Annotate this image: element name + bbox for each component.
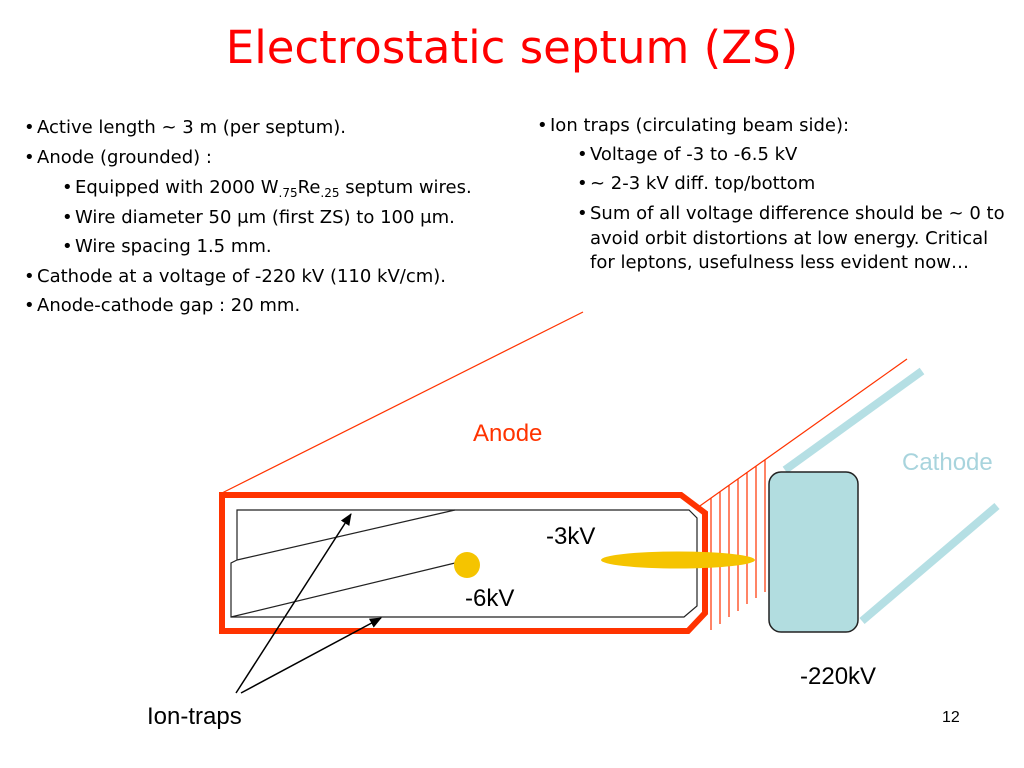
bullet-anode: •Anode (grounded) : (24, 146, 212, 170)
anode-label: Anode (473, 420, 542, 447)
bullet-text: Voltage of -3 to -6.5 kV (590, 144, 798, 165)
ion-traps-arrow-upper (235, 513, 352, 694)
bullet-glyph: • (62, 207, 73, 228)
bullet-text: Cathode at a voltage of -220 kV (110 kV/… (37, 266, 447, 287)
septum-wires (710, 460, 766, 630)
ion-traps-arrow-lower (240, 617, 382, 694)
bullet-gap: •Anode-cathode gap : 20 mm. (24, 294, 300, 318)
bullet-text: Re (297, 177, 321, 198)
bullet-glyph: • (62, 177, 73, 198)
bullet-text: Anode-cathode gap : 20 mm. (37, 295, 301, 316)
cathode-label: Cathode (902, 449, 993, 476)
anode-outline (219, 492, 708, 634)
subscript: .25 (320, 186, 340, 200)
bullet-text: Ion traps (circulating beam side): (550, 115, 850, 136)
bullet-text: Anode (grounded) : (37, 147, 212, 168)
bullet-cathode-voltage: •Cathode at a voltage of -220 kV (110 kV… (24, 265, 446, 289)
bullet-line: •Sum of all voltage difference should be… (577, 202, 1005, 227)
bullet-continuation-line: for leptons, usefulness less evident now… (590, 252, 969, 273)
bullet-glyph: • (577, 173, 588, 194)
ion-traps-label: Ion-traps (147, 703, 242, 730)
slide-title: Electrostatic septum (ZS) (225, 21, 799, 74)
cathode-voltage-label: -220kV (800, 663, 876, 690)
bullet-text: Wire spacing 1.5 mm. (75, 236, 272, 257)
anode-projection-line-left (221, 311, 584, 494)
cathode (768, 471, 859, 633)
sub-bullet-voltage-sum: •Sum of all voltage difference should be… (577, 202, 1005, 276)
bullet-text: Active length ~ 3 m (per septum). (37, 117, 346, 138)
bullet-glyph: • (577, 203, 588, 224)
bullet-text: septum wires. (339, 177, 472, 198)
sub-bullet-voltage-diff: •~ 2-3 kV diff. top/bottom (577, 172, 815, 196)
extracted-beam (601, 551, 755, 569)
cathode-support-upper (782, 367, 925, 474)
lower-trap-voltage-label: -6kV (465, 585, 514, 612)
bullet-glyph: • (24, 266, 35, 287)
anode-inner-outline (230, 509, 698, 618)
slide-number: 12 (942, 709, 960, 726)
bullet-active-length: •Active length ~ 3 m (per septum). (24, 116, 346, 140)
circulating-beam (454, 552, 480, 578)
bullet-ion-traps: •Ion traps (circulating beam side): (537, 114, 849, 138)
bullet-text: Wire diameter 50 μm (first ZS) to 100 μm… (75, 207, 455, 228)
ion-trap-upper-edge (236, 509, 456, 561)
bullet-text: ~ 2-3 kV diff. top/bottom (590, 173, 816, 194)
sub-bullet-wire-spacing: •Wire spacing 1.5 mm. (62, 235, 272, 259)
sub-bullet-wire-diameter: •Wire diameter 50 μm (first ZS) to 100 μ… (62, 206, 455, 230)
bullet-text: Sum of all voltage difference should be … (590, 203, 1005, 224)
sub-bullet-trap-voltage: •Voltage of -3 to -6.5 kV (577, 143, 797, 167)
upper-trap-voltage-label: -3kV (546, 523, 595, 550)
ion-trap-lower-edge (230, 562, 456, 618)
anode-projection-line-right (696, 358, 908, 509)
subscript: .75 (278, 186, 298, 200)
bullet-glyph: • (24, 117, 35, 138)
bullet-glyph: • (537, 115, 548, 136)
bullet-glyph: • (62, 236, 73, 257)
bullet-text: Equipped with 2000 W (75, 177, 279, 198)
bullet-glyph: • (24, 147, 35, 168)
bullet-continuation-line: avoid orbit distortions at low energy. C… (590, 227, 989, 249)
sub-bullet-wire-material: •Equipped with 2000 W.75Re.25 septum wir… (62, 176, 472, 200)
bullet-glyph: • (24, 295, 35, 316)
bullet-glyph: • (577, 144, 588, 165)
cathode-support-lower (859, 502, 1000, 625)
